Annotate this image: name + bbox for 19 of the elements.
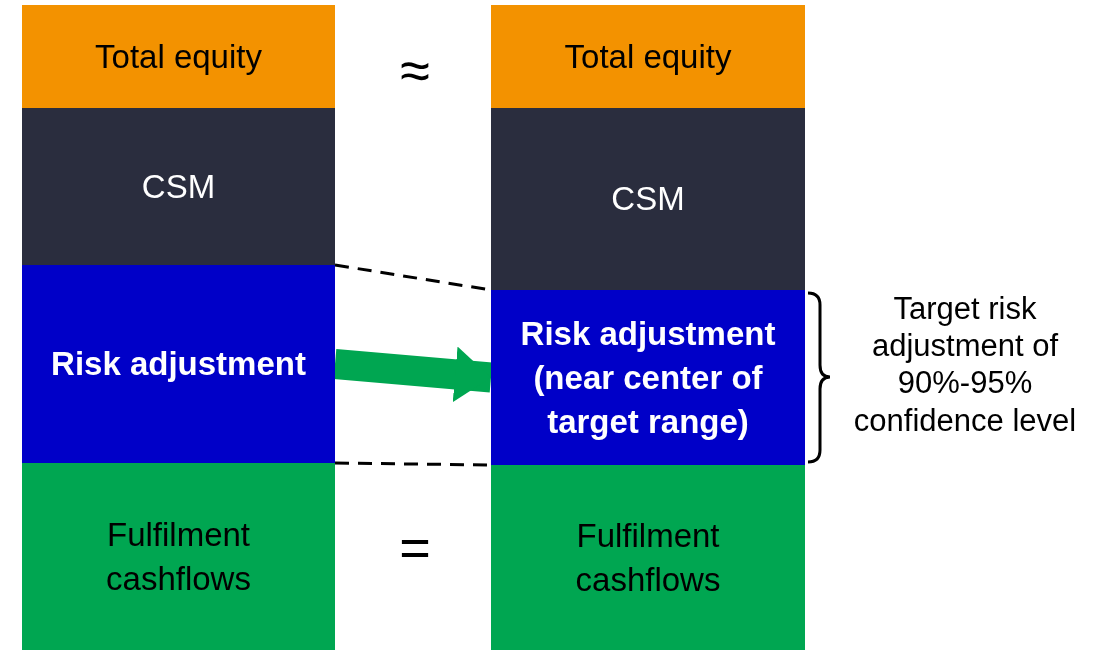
- equals-sign: =: [398, 516, 432, 579]
- stack-segment: [491, 5, 805, 108]
- segment-label: Total equity: [564, 36, 732, 77]
- stack-segment: [22, 108, 335, 265]
- stack-segment: [22, 265, 335, 463]
- stack-segment: [491, 290, 805, 465]
- stack-segment: [22, 463, 335, 650]
- segment-label: CSM: [611, 179, 685, 219]
- approx-sign: ≈: [399, 39, 431, 102]
- segment-label: Total equity: [95, 36, 262, 77]
- note-text: Target risk adjustment of 90%-95% confidence level: [852, 290, 1078, 439]
- segment-label: CSM: [141, 166, 216, 207]
- stack-segment: [491, 465, 805, 650]
- stack-segment: [491, 108, 805, 290]
- segment-label: Fulfilment cashflows: [574, 515, 722, 600]
- segment-label: Risk adjustment: [51, 344, 306, 384]
- stack-segment: [22, 5, 335, 108]
- segment-label: Risk adjustment (near center of target range): [519, 313, 777, 442]
- segment-label: Fulfilment cashflows: [105, 514, 252, 599]
